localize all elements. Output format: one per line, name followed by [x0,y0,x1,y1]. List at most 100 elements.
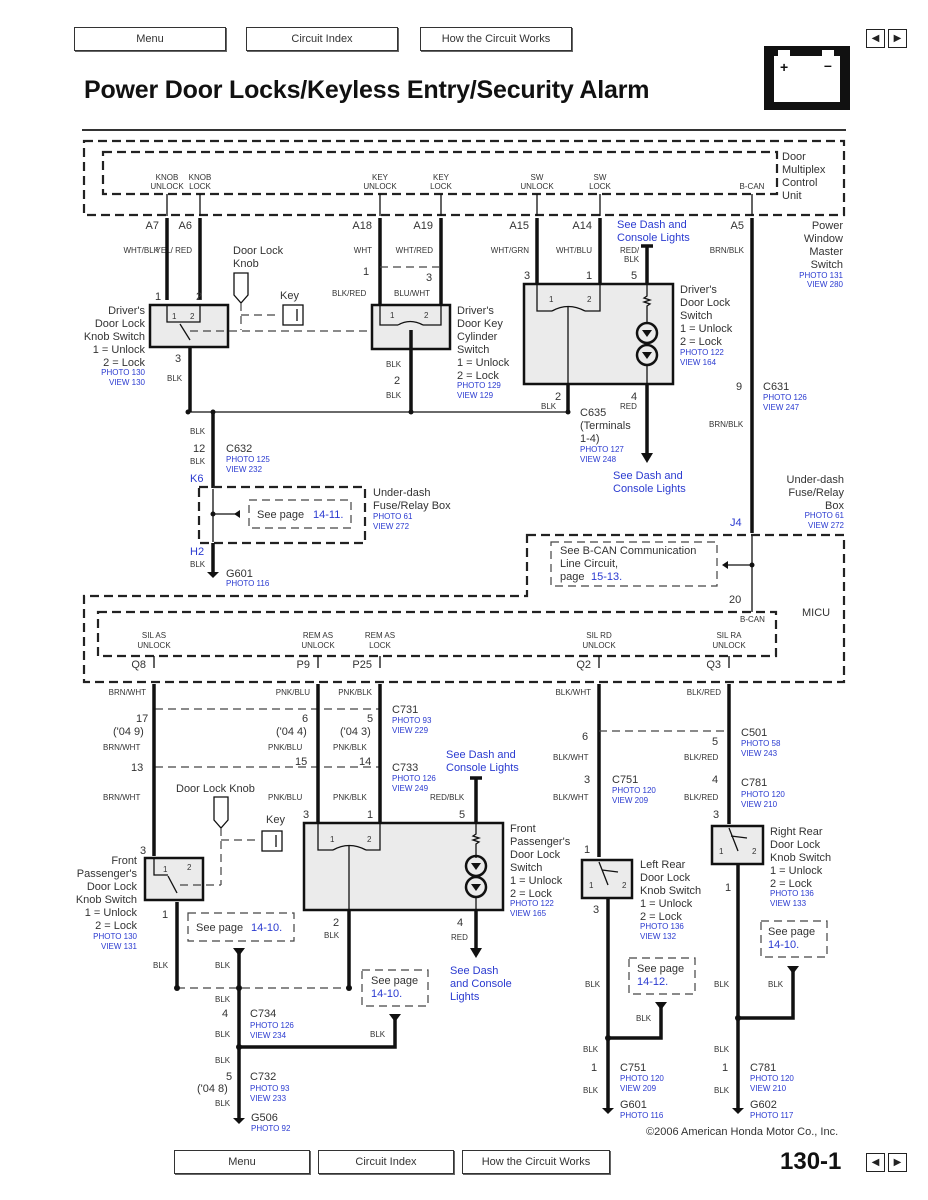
svg-text:–: – [824,57,832,73]
dmcu-name-1: Door [782,151,806,163]
c781-bot-wire-1: BLK [714,1045,730,1054]
drv-sw-pin1: 1 [586,270,592,282]
svg-text:PHOTO 136: PHOTO 136 [770,889,814,898]
fused-wire-blk: BLK [215,961,231,970]
svg-text:2: 2 [187,863,192,872]
svg-text:VIEW 164: VIEW 164 [680,358,717,367]
prev-page-button-bottom[interactable]: ◀ [866,1153,885,1172]
circuit-index-button-bottom[interactable]: Circuit Index [318,1150,454,1174]
bcan-note-1: See B-CAN Communication [560,545,696,557]
svg-text:VIEW 272: VIEW 272 [808,521,845,530]
micu-term-4-label1: SIL RA [716,631,742,640]
svg-text:PHOTO 58: PHOTO 58 [741,739,781,748]
svg-text:PHOTO 120: PHOTO 120 [750,1074,794,1083]
see-dash-2-line2[interactable]: Console Lights [613,483,686,495]
svg-text:G601: G601 [620,1099,647,1111]
svg-text:Switch: Switch [510,862,542,874]
page-number: 130-1 [780,1148,842,1175]
key-2-icon [261,830,283,852]
bcan-note-link[interactable]: 15-13. [591,571,622,583]
c781-top-pin: 4 [712,774,718,786]
svg-text:G602: G602 [750,1099,777,1111]
drv-knob-switch-box [148,303,230,349]
micu-term-3-label2: UNLOCK [582,641,616,650]
dmcu-term-1-wire: YEL/ RED [156,246,193,255]
see-dash-3-line1[interactable]: See Dash and [446,749,516,761]
c731-pin-c: 5 [367,713,373,725]
rr-knob-pin1: 1 [725,882,731,894]
see-dash-1-line2[interactable]: Console Lights [617,232,690,244]
see-14-10-a-link[interactable]: 14-10. [251,922,282,934]
fp-sw-wire-red: RED [451,933,468,942]
micu-term-2-label1: REM AS [365,631,395,640]
fp-sw-pin4: 4 [457,917,463,929]
svg-text:VIEW 129: VIEW 129 [457,391,494,400]
bcan-note-3: page [560,571,584,583]
key-label-1: Key [280,290,299,302]
menu-button-bottom[interactable]: Menu [174,1150,310,1174]
svg-text:PHOTO 130: PHOTO 130 [101,368,145,377]
prev-page-button[interactable]: ◀ [866,29,885,48]
micu-term-4-pin: Q3 [706,659,721,671]
svg-text:(Terminals: (Terminals [580,420,631,432]
svg-text:PHOTO 93: PHOTO 93 [392,716,432,725]
svg-text:Under-dash: Under-dash [373,487,430,499]
c781-bot-label: C781 PHOTO 120 VIEW 210 [750,1062,794,1093]
c635-label: C635 (Terminals 1-4) PHOTO 127 VIEW 248 [580,407,631,464]
c734-label: C734 PHOTO 126 VIEW 234 [250,1008,294,1040]
svg-text:C635: C635 [580,407,606,419]
drv-lock-switch-label: Driver's Door Lock Switch 1 = Unlock 2 =… [680,284,733,367]
dmcu-term-5-pin: A14 [572,220,592,232]
how-circuit-works-button-bottom[interactable]: How the Circuit Works [462,1150,610,1174]
fuse1-pin-out: H2 [190,546,204,558]
see-dash-1-line1[interactable]: See Dash and [617,219,687,231]
drv-key-cyl-label: Driver's Door Key Cylinder Switch 1 = Un… [457,305,510,400]
c751-bot-label: C751 PHOTO 120 VIEW 209 [620,1062,664,1093]
see-dash-4-line2[interactable]: and Console [450,978,512,990]
wire-pnk-blk-3: PNK/BLK [333,793,367,802]
see-14-10-b-text: See page [371,975,418,987]
see-14-10-b-link[interactable]: 14-10. [371,988,402,1000]
see-14-12-link[interactable]: 14-12. [637,976,668,988]
drv-sw-pin2: 2 [555,391,561,403]
svg-text:2: 2 [190,312,195,321]
dmcu-term-2-label2: UNLOCK [363,182,397,191]
key-cyl-wire-3: BLK [386,360,402,369]
c734-wire-1: BLK [215,995,231,1004]
drv-knob-pin1: 1 [155,291,161,303]
svg-text:Door Lock: Door Lock [510,849,561,861]
see-dash-3-line2[interactable]: Console Lights [446,762,519,774]
svg-text:G601: G601 [226,568,253,580]
see-dash-2-line1[interactable]: See Dash and [613,470,683,482]
see-dash-4-line3[interactable]: Lights [450,991,480,1003]
see-14-10-c-link[interactable]: 14-10. [768,939,799,951]
c732-wire-1: BLK [215,1056,231,1065]
svg-text:VIEW 234: VIEW 234 [250,1031,287,1040]
see-14-10-c-box [760,920,828,958]
circuit-index-button[interactable]: Circuit Index [246,27,398,51]
wire-brn-wht-3: BRN/WHT [103,793,140,802]
rr-wire-blk: BLK [714,980,730,989]
fuse1-see-link[interactable]: 14-11. [313,509,343,521]
svg-text:VIEW 132: VIEW 132 [640,932,677,941]
micu-name: MICU [802,607,830,619]
copyright: ©2006 American Honda Motor Co., Inc. [646,1126,839,1138]
see-b-wire-blk: BLK [370,1030,386,1039]
svg-text:2: 2 [367,835,372,844]
key-cyl-pin3: 3 [426,272,432,284]
see-14-10-c-text: See page [768,926,815,938]
see-dash-4-line1[interactable]: See Dash [450,965,498,977]
c632-label: C632 PHOTO 125 VIEW 232 [226,443,270,474]
svg-text:C733: C733 [392,762,418,774]
dmcu-term-6-wire: BRN/BLK [710,246,745,255]
micu-term-2-wire: PNK/BLK [338,688,372,697]
svg-text:C731: C731 [392,704,418,716]
micu-term-0-pin: Q8 [131,659,146,671]
svg-text:1: 1 [719,847,724,856]
menu-button[interactable]: Menu [74,27,226,51]
next-page-button-bottom[interactable]: ▶ [888,1153,907,1172]
svg-text:Front: Front [510,823,536,835]
dmcu-term-0-label2: UNLOCK [150,182,184,191]
how-circuit-works-button[interactable]: How the Circuit Works [420,27,572,51]
next-page-button[interactable]: ▶ [888,29,907,48]
